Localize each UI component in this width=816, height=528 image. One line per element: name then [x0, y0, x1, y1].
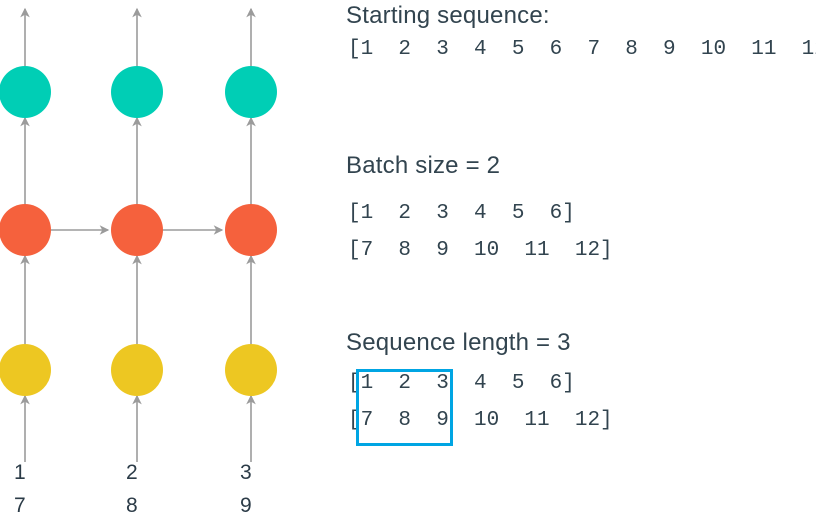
node-input-c3: [225, 344, 277, 396]
node-hidden-c2: [111, 204, 163, 256]
sequence-length-heading: Sequence length = 3: [346, 329, 571, 356]
explanation-panel: Starting sequence: [1 2 3 4 5 6 7 8 9 10…: [344, 0, 816, 528]
input-label-batch1-c3: 3: [240, 461, 252, 484]
node-hidden-c1: [0, 204, 51, 256]
input-label-batch2-c1: 7: [14, 494, 26, 517]
batch-row-2: [7 8 9 10 11 12]: [348, 239, 613, 262]
node-output-c1: [0, 66, 51, 118]
starting-sequence-values: [1 2 3 4 5 6 7 8 9 10 11 12]: [348, 38, 816, 61]
node-input-c1: [0, 344, 51, 396]
seqlen-row-2: [7 8 9 10 11 12]: [348, 409, 613, 432]
node-input-c2: [111, 344, 163, 396]
seqlen-row-1: [1 2 3 4 5 6]: [348, 372, 575, 395]
rnn-diagram: 1 7 2 8 3 9: [0, 0, 330, 528]
node-hidden-c3: [225, 204, 277, 256]
input-label-batch2-c2: 8: [126, 494, 138, 517]
batch-size-heading: Batch size = 2: [346, 152, 501, 179]
input-label-batch1-c2: 2: [126, 461, 138, 484]
batch-row-1: [1 2 3 4 5 6]: [348, 202, 575, 225]
input-label-batch1-c1: 1: [14, 461, 26, 484]
node-output-c2: [111, 66, 163, 118]
node-output-c3: [225, 66, 277, 118]
starting-sequence-heading: Starting sequence:: [346, 2, 550, 29]
input-label-batch2-c3: 9: [240, 494, 252, 517]
rnn-diagram-svg: [0, 7, 277, 462]
